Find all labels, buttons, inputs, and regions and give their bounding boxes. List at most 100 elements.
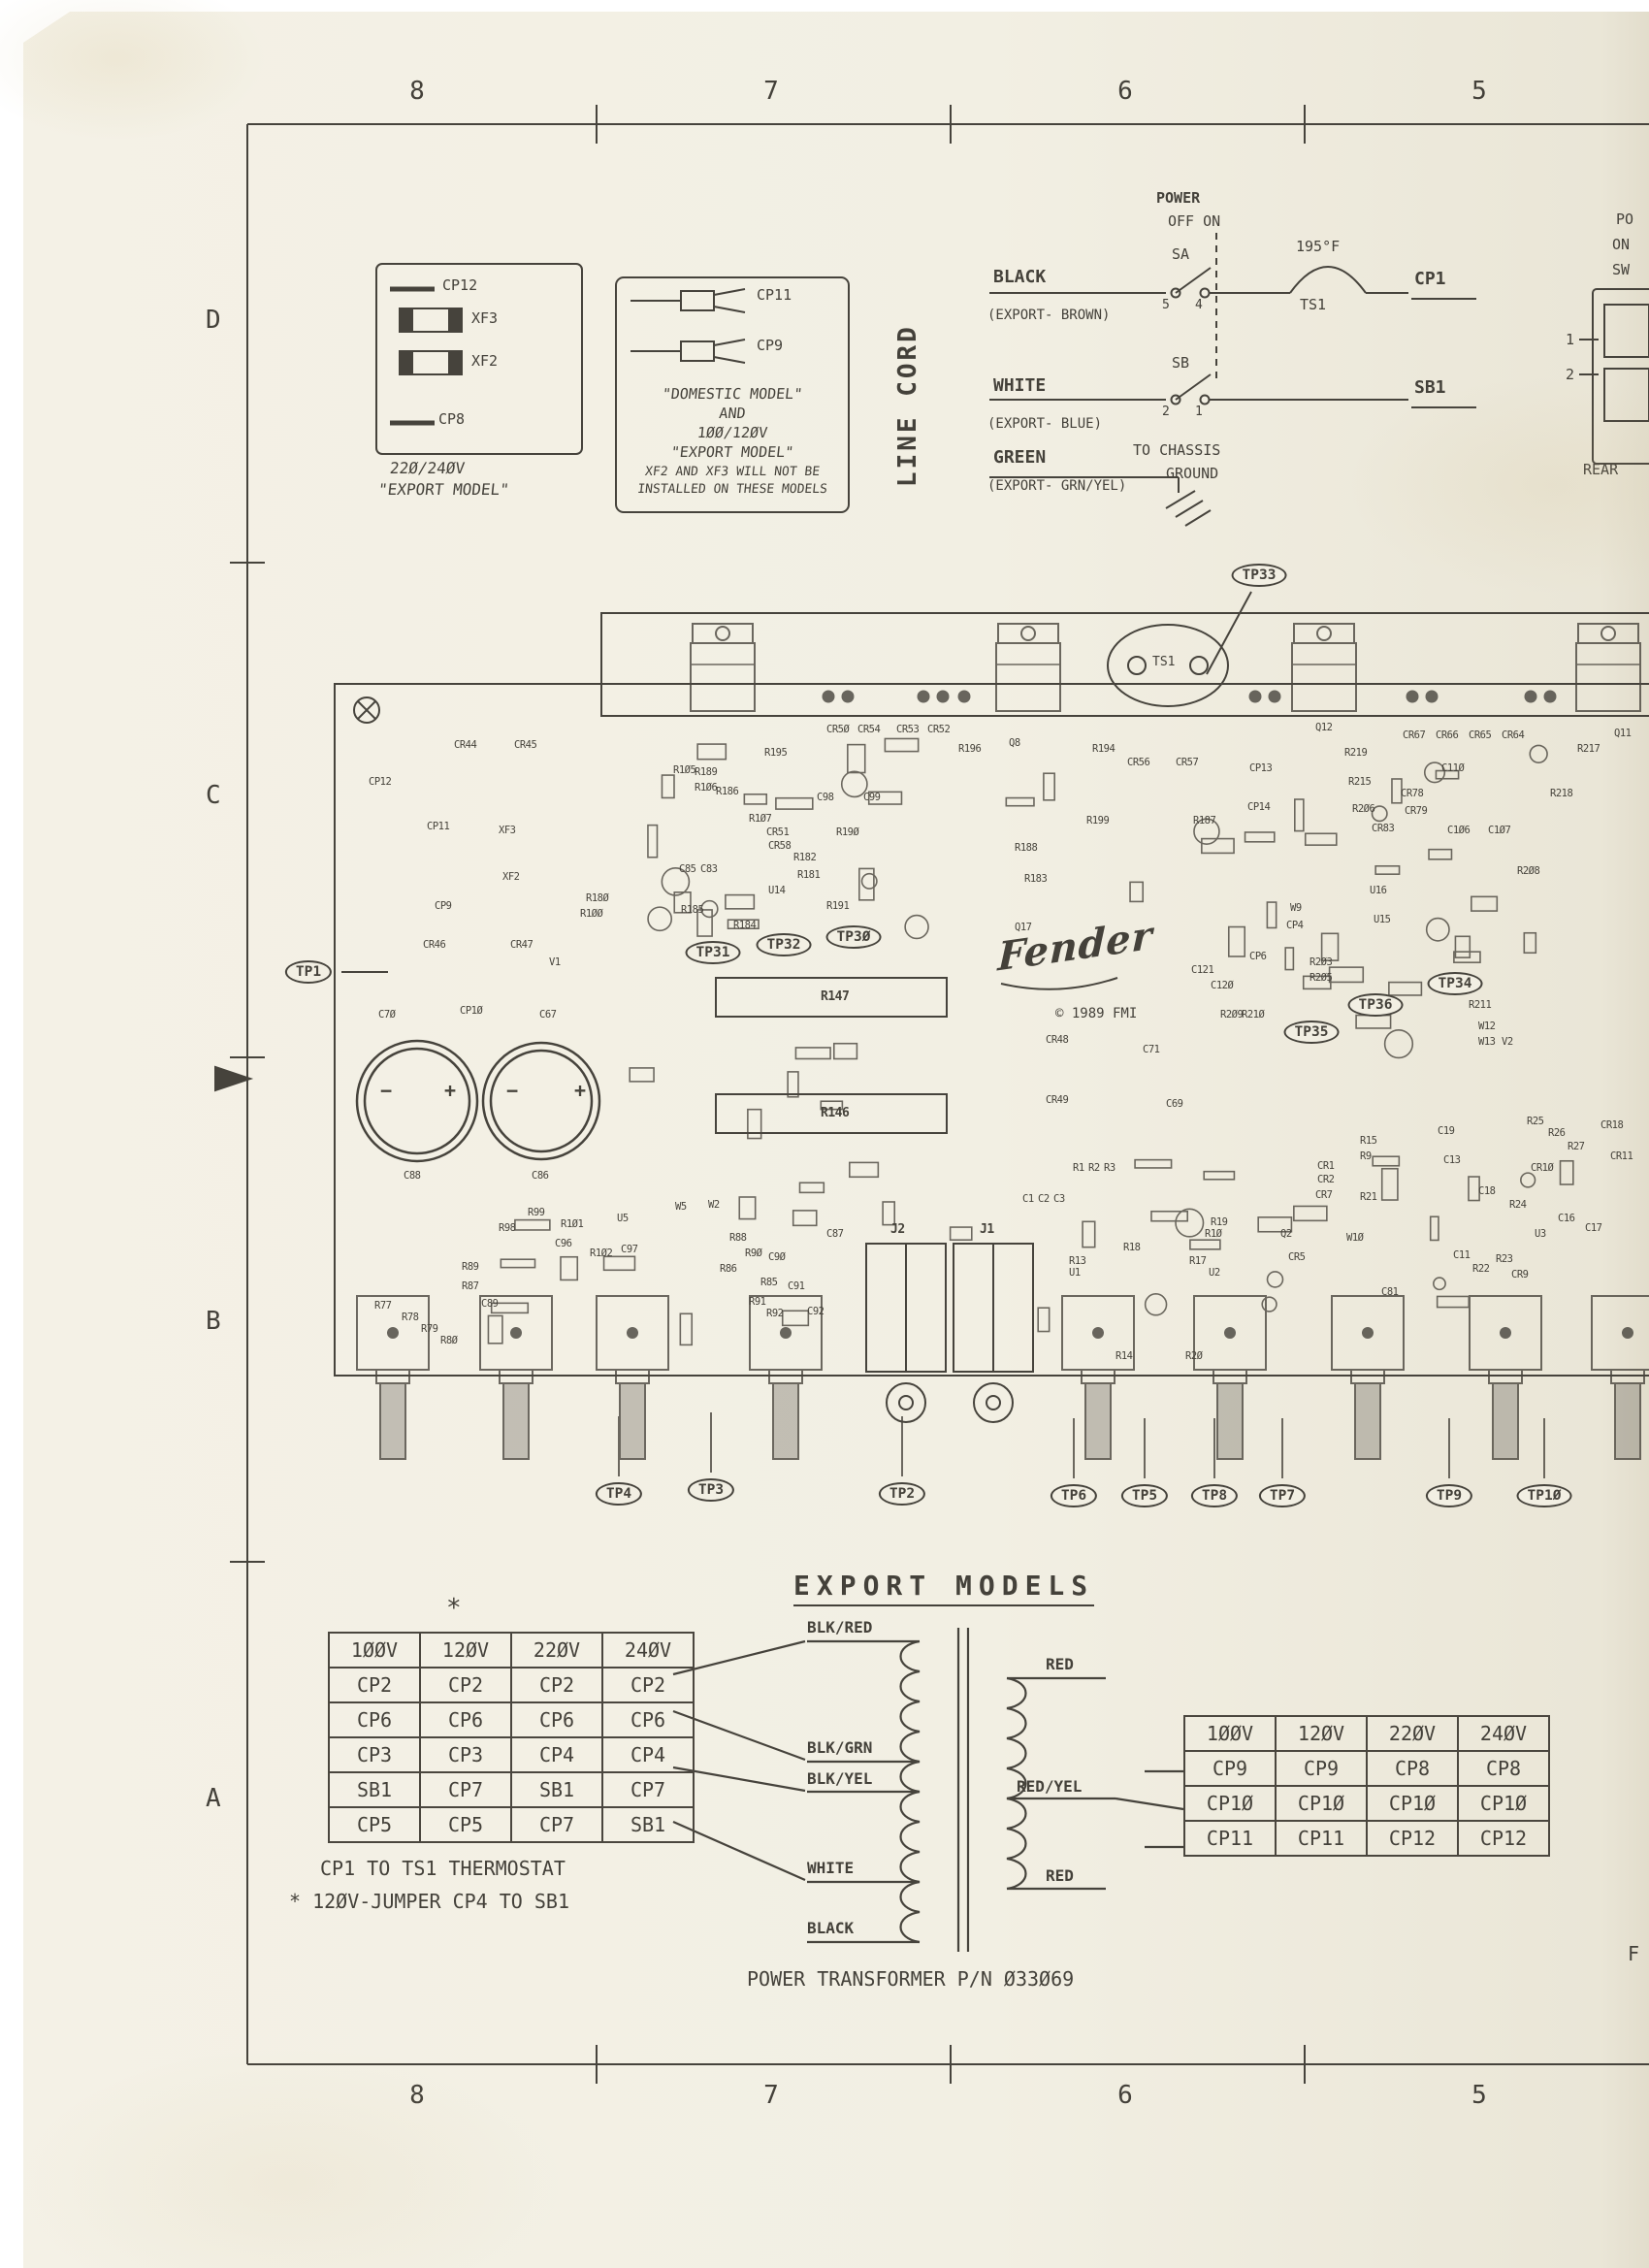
pcb-component-label: R185: [681, 904, 704, 916]
voltage-column-header: 1ØØV: [1183, 1715, 1277, 1752]
pcb-component-label: C1: [1022, 1193, 1034, 1205]
pcb-component-shape: [858, 867, 875, 901]
grid-col-label-top: 5: [1471, 77, 1487, 106]
pcb-component-shape: [725, 893, 756, 910]
pcb-component-label: W5: [675, 1201, 687, 1213]
pcb-component-label: R195: [764, 747, 788, 759]
potentiometer-body: [1591, 1295, 1649, 1371]
pcb-component-label: R27: [1568, 1141, 1585, 1152]
pcb-component-label: R181: [797, 869, 821, 881]
pcb-component-label: +: [574, 1079, 586, 1102]
transistor-mounting-hole: [1020, 626, 1036, 641]
pcb-component-label: R189: [695, 766, 718, 778]
pcb-component-label: R23: [1496, 1253, 1513, 1265]
input-jacks: [865, 1243, 1034, 1423]
pcb-component-shapes: [356, 623, 1649, 1478]
line-art: [615, 276, 850, 513]
pcb-component-shape: [798, 1182, 825, 1194]
pcb-component-shape: [1284, 947, 1295, 971]
pcb-component-label: CR45: [514, 739, 537, 751]
pcb-component-label: Q8: [1009, 737, 1020, 749]
test-point-callout: TP6: [1050, 1484, 1098, 1507]
pcb-component-shape: [1523, 931, 1537, 955]
line-art: [230, 562, 265, 1563]
pcb-component-shape: [1244, 831, 1276, 843]
grid-col-label-bottom: 7: [763, 2081, 779, 2110]
line-art: [1189, 656, 1209, 675]
pcb-component-label: CR56: [1127, 757, 1150, 768]
transistor-package: [690, 642, 756, 712]
potentiometer-body: [1362, 1327, 1374, 1339]
domestic-box-cp11-label: CP11: [757, 286, 792, 304]
pcb-component-label: CR47: [510, 939, 534, 951]
pcb-component-shape: [696, 909, 713, 937]
pcb-component-label: Q12: [1315, 722, 1333, 733]
potentiometer-shaft: [1084, 1382, 1112, 1460]
pcb-component-shape: [787, 1071, 799, 1098]
line-art: [600, 612, 1649, 717]
pcb-component-shape: [696, 743, 728, 761]
pcb-component-shape: [904, 914, 929, 940]
pcb-component-label: R147: [821, 989, 850, 1004]
pcb-component-label: R21Ø: [1242, 1009, 1265, 1021]
pcb-component-label: R2Ø: [1185, 1350, 1203, 1362]
pcb-component-label: R1Ø: [1205, 1228, 1222, 1240]
pcb-component-label: R89: [462, 1261, 479, 1273]
potentiometer-body: [627, 1327, 638, 1339]
pcb-component-label: CR52: [927, 724, 951, 735]
pcb-component-label: R3: [1104, 1162, 1116, 1174]
line-art: [630, 339, 746, 364]
pcb-component-label: CR9: [1511, 1269, 1529, 1280]
connector-cell: CP9: [1275, 1750, 1368, 1787]
potentiometer-body: [1092, 1327, 1104, 1339]
line-cord-vertical-label: LINE CORD: [892, 324, 922, 488]
test-point-callout: TP1: [284, 960, 333, 984]
line-art: [246, 123, 1649, 2065]
heatsink-ts1: [1107, 624, 1229, 707]
potentiometer-shaft: [502, 1382, 530, 1460]
pcb-component-label: R1Ø1: [561, 1218, 584, 1230]
fender-underline: [1000, 977, 1118, 990]
test-point-callout: TP3Ø: [825, 925, 882, 949]
pcb-component-label: CP9: [435, 900, 452, 912]
line-art: [807, 1639, 920, 1944]
export-box-cp12-label: CP12: [442, 276, 478, 294]
thermal-switch-symbol: [1289, 266, 1367, 294]
grid-col-label-bottom: 5: [1471, 2081, 1487, 2110]
scan-margin-left: [0, 0, 23, 2268]
potentiometer-shaft: [772, 1382, 799, 1460]
pcb-component-shape: [487, 1314, 503, 1345]
test-point-callout: TP35: [1283, 1021, 1340, 1044]
pcb-component-label: R15: [1360, 1135, 1377, 1147]
pcb-component-label: R215: [1348, 776, 1372, 788]
pcb-component-label: CR5: [1288, 1251, 1306, 1263]
pcb-component-label: R187: [1193, 815, 1216, 826]
pcb-component-shape: [1391, 778, 1403, 804]
connector-cell: CP7: [601, 1771, 695, 1808]
line-art: [353, 697, 380, 724]
connector-cell: CP12: [1457, 1820, 1550, 1857]
grid-col-label-bottom: 8: [409, 2081, 425, 2110]
pcb-component-shape: [1355, 1014, 1392, 1029]
pcb-component-label: R2Ø6: [1352, 803, 1375, 815]
domestic-caption-6: INSTALLED ON THESE MODELS: [636, 482, 828, 497]
pcb-component-shape: [1266, 901, 1277, 929]
transistor-mounting-hole: [1316, 626, 1332, 641]
line-art: [1127, 656, 1147, 675]
transistor-package: [995, 642, 1061, 712]
potentiometer-shaft: [1614, 1382, 1641, 1460]
pcb-component-shape: [1320, 932, 1340, 961]
pcb-component-label: R17: [1189, 1255, 1207, 1267]
pcb-component-shape: [1383, 1028, 1414, 1059]
pcb-component-shape: [840, 770, 868, 798]
export-box-xf2-label: XF2: [471, 352, 499, 370]
line-art: [1006, 1676, 1027, 1891]
solder-pad: [1268, 690, 1281, 703]
potentiometer-body: [387, 1327, 399, 1339]
solder-pad: [917, 690, 930, 703]
test-point-callout: TP36: [1347, 993, 1404, 1017]
connector-cell: CP11: [1275, 1820, 1368, 1857]
